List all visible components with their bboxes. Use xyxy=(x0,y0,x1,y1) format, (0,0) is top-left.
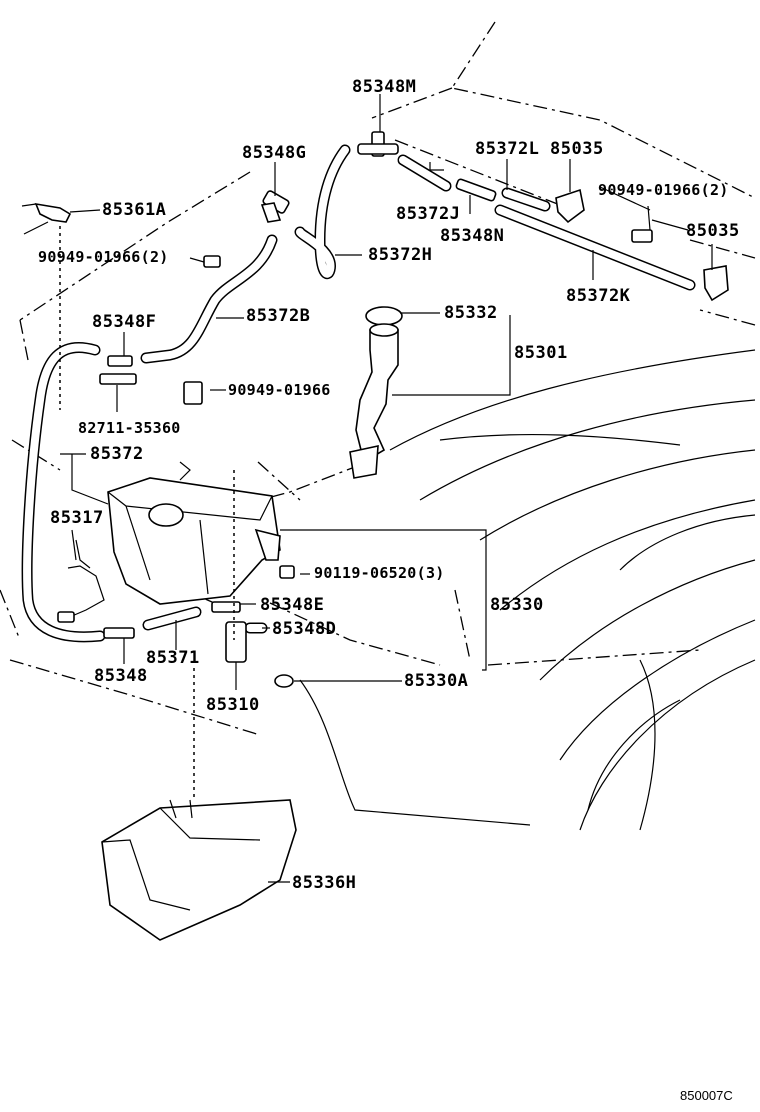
label-90949-01966: 90949-01966 xyxy=(228,381,331,399)
label-85348D: 85348D xyxy=(272,619,336,639)
label-85361A: 85361A xyxy=(102,200,166,220)
label-85332: 85332 xyxy=(444,303,498,323)
leader-lines xyxy=(60,94,713,883)
label-85348M: 85348M xyxy=(352,77,416,97)
label-85372: 85372 xyxy=(90,444,144,464)
label-85372L: 85372L xyxy=(475,139,539,159)
label-85372H: 85372H xyxy=(368,245,432,265)
label-85330: 85330 xyxy=(490,595,544,615)
label-90949-01966-2-left: 90949-01966(2) xyxy=(38,248,169,266)
label-85310: 85310 xyxy=(206,695,260,715)
label-85035-top: 85035 xyxy=(550,139,604,159)
alignment-lines xyxy=(59,226,235,800)
label-85372K: 85372K xyxy=(566,286,631,306)
hoses xyxy=(21,144,696,643)
label-85348F: 85348F xyxy=(92,312,156,332)
label-90949-01966-2-right: 90949-01966(2) xyxy=(598,181,729,199)
label-85372B: 85372B xyxy=(246,306,310,326)
label-85348G: 85348G xyxy=(242,143,306,163)
label-85371: 85371 xyxy=(146,648,200,668)
label-85348E: 85348E xyxy=(260,595,324,615)
filler-pipe xyxy=(349,323,399,479)
tank-cover xyxy=(101,799,297,941)
vehicle-body-contours xyxy=(299,349,756,831)
part-labels: 85348M 85348G 85372L 85035 90949-01966(2… xyxy=(38,77,740,1103)
washer-tank xyxy=(107,461,281,605)
label-85035-right: 85035 xyxy=(686,221,740,241)
label-85348N: 85348N xyxy=(440,226,504,246)
figure-code: 850007C xyxy=(680,1088,733,1103)
connectors xyxy=(21,131,729,688)
label-85348: 85348 xyxy=(94,666,148,686)
label-85330A: 85330A xyxy=(404,671,468,691)
label-85336H: 85336H xyxy=(292,873,356,893)
label-85317: 85317 xyxy=(50,508,104,528)
label-85372J: 85372J xyxy=(396,204,460,224)
label-85301: 85301 xyxy=(514,343,568,363)
label-90119-06520-3: 90119-06520(3) xyxy=(314,564,445,582)
label-82711-35360: 82711-35360 xyxy=(78,419,181,437)
